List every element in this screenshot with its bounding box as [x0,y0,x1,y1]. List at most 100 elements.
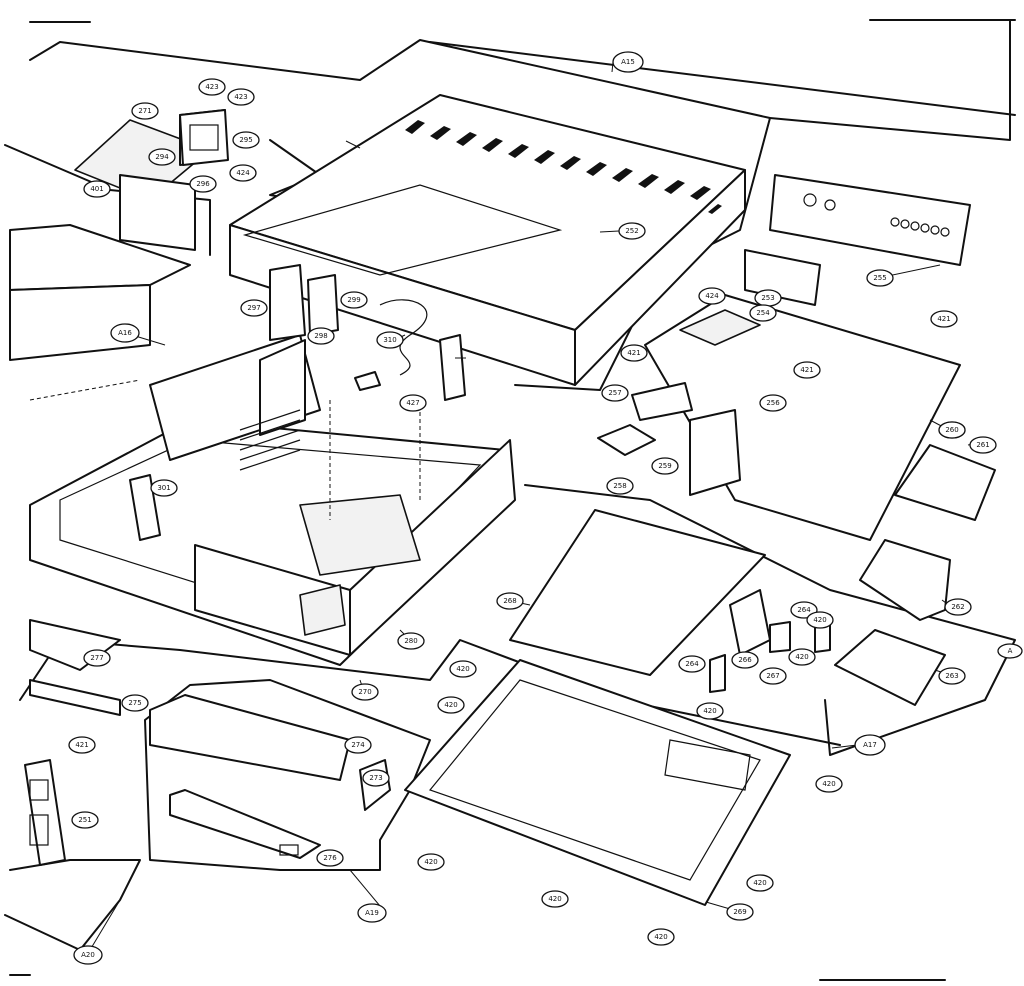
callout-420c: 420 [806,611,834,629]
chassis-280 [29,334,516,666]
callout-text: 261 [976,441,989,449]
transformer-295 [179,109,229,166]
callout-bubble [71,811,99,829]
callout-423b: 423 [227,88,255,106]
callout-a_edge: A [997,643,1023,659]
panel-297-298 [269,264,339,341]
callout-bubble [83,649,111,667]
callout-text: 274 [351,741,365,749]
callout-bubble [110,323,140,343]
callout-text: 271 [138,107,151,115]
callout-259: 259 [651,457,679,475]
callout-text: 253 [761,294,774,302]
callout-256: 256 [759,394,787,412]
callout-bubble [449,660,477,678]
callout-420e: 420 [696,702,724,720]
callout-text: 424 [236,169,250,177]
callout-bubble [806,611,834,629]
callout-bubble [938,421,966,439]
front-panel-276 [149,694,391,859]
ac-cord-310 [354,299,428,391]
callout-text: 269 [733,908,746,916]
callout-text: 296 [196,180,210,188]
callout-text: 270 [358,688,371,696]
callout-text: 401 [90,185,103,193]
callout-bubble [376,331,404,349]
callout-text: 310 [383,336,396,344]
callout-text: 420 [703,707,716,715]
callout-text: 276 [323,854,337,862]
callout-401: 401 [83,180,111,198]
callout-264b: 264 [678,655,706,673]
callout-bubble [73,945,103,965]
callout-258: 258 [606,477,634,495]
callout-text: 275 [128,699,141,707]
callout-text: 421 [627,349,640,357]
rear-panel-255 [769,174,971,266]
box-263 [834,629,946,706]
callout-bubble [131,102,159,120]
shield-258 [597,424,656,456]
plate-261 [894,444,996,521]
callout-310: 310 [376,331,404,349]
callout-text: 421 [800,366,813,374]
callout-text: 268 [503,597,516,605]
bracket-257 [631,382,693,421]
callout-text: 263 [945,672,958,680]
callout-bubble [83,180,111,198]
callout-254: 254 [749,304,777,322]
callout-a17: A17 [854,734,886,756]
callout-421a: 421 [68,736,96,754]
callout-bubble [731,651,759,669]
callout-420d: 420 [788,648,816,666]
callout-299: 299 [340,291,368,309]
callout-261: 261 [969,436,997,454]
callout-bubble [759,667,787,685]
callout-bubble [189,175,217,193]
callout-bubble [647,928,675,946]
callout-bubble [938,667,966,685]
callout-bubble [121,694,149,712]
callout-bubble [229,164,257,182]
callout-text: 264 [685,660,699,668]
callout-274: 274 [344,736,372,754]
callout-bubble [227,88,255,106]
control-unit-251 [24,759,66,866]
callout-bubble [759,394,787,412]
callout-text: 255 [873,274,886,282]
callout-bubble [746,874,774,892]
callout-text: 421 [75,741,88,749]
callout-423a: 423 [198,78,226,96]
callout-text: 297 [247,304,260,312]
callout-bubble [232,131,260,149]
callout-text: 420 [795,653,808,661]
callout-bubble [417,853,445,871]
callout-420f: 420 [815,775,843,793]
callout-294: 294 [148,148,176,166]
callout-420b: 420 [437,696,465,714]
callout-text: 421 [937,315,950,323]
callout-bubble [726,903,754,921]
callout-text: 420 [813,616,826,624]
top-cover-252 [229,94,746,386]
callout-273: 273 [362,769,390,787]
callout-424b: 424 [698,287,726,305]
callout-bubble [815,775,843,793]
callout-text: A17 [863,741,877,749]
block-259 [689,409,741,496]
left-subchassis [9,109,226,401]
callout-text: 423 [205,83,218,91]
callout-276: 276 [316,849,344,867]
callout-text: A15 [621,58,635,66]
callout-bubble [240,299,268,317]
callout-text: A19 [365,909,379,917]
callout-text: 420 [424,858,437,866]
callout-text: 252 [625,227,638,235]
callout-bubble [316,849,344,867]
callout-bubble [351,683,379,701]
callout-bubble [793,361,821,379]
callout-bubble [944,598,972,616]
callout-text: 424 [705,292,719,300]
bracket-262 [859,539,951,621]
callout-a19: A19 [357,903,387,923]
